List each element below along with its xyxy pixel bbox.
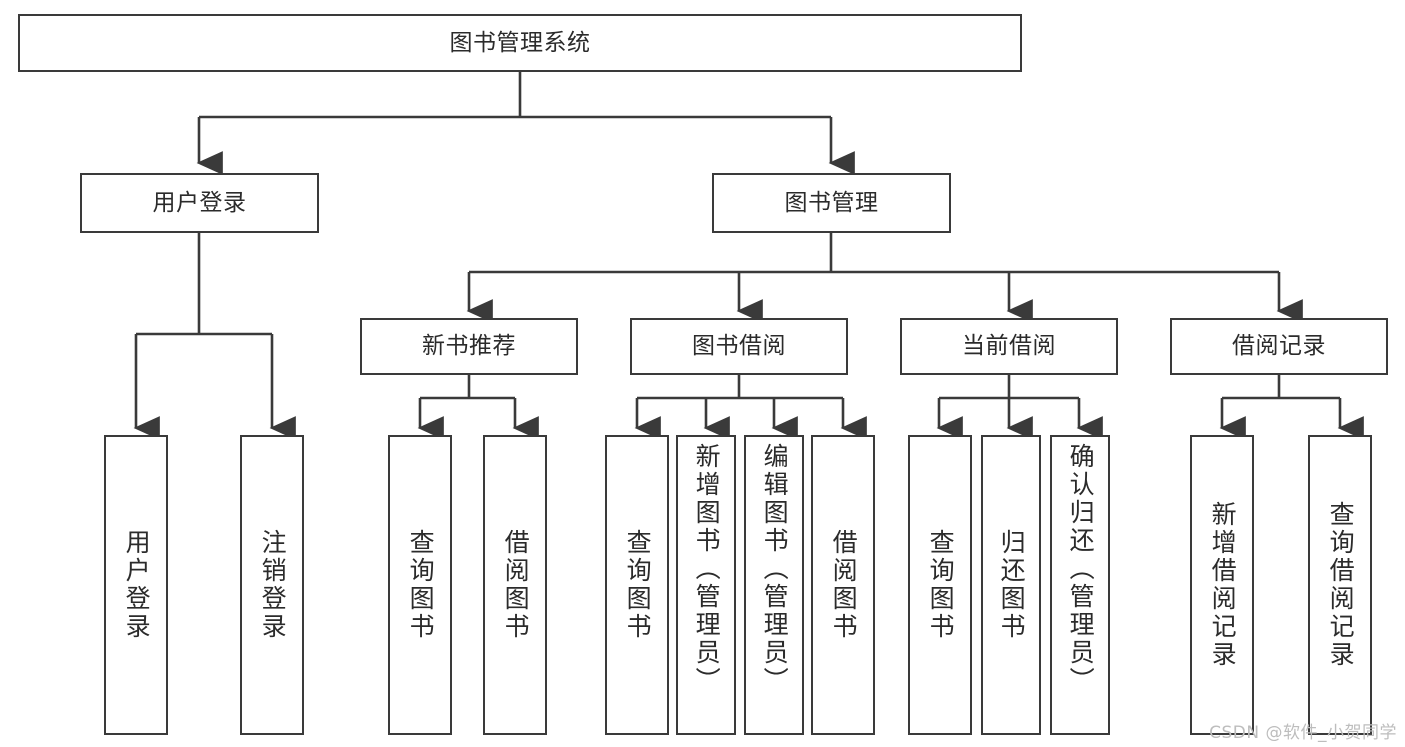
csdn-watermark: CSDN @软件_小贺同学 (1209, 723, 1397, 743)
node-book-borrow[interactable]: 图书借阅 (630, 318, 848, 375)
node-root[interactable]: 图书管理系统 (18, 14, 1022, 72)
node-leaf-borrow-book-2-label: 借阅图书 (829, 529, 859, 641)
node-user-login[interactable]: 用户登录 (80, 173, 319, 233)
node-book-borrow-label: 图书借阅 (692, 333, 786, 360)
node-root-label: 图书管理系统 (449, 29, 591, 56)
node-leaf-borrow-book-1[interactable]: 借阅图书 (483, 435, 547, 735)
node-current-borrow[interactable]: 当前借阅 (900, 318, 1118, 375)
node-leaf-query-book-3-label: 查询图书 (926, 529, 956, 641)
node-leaf-user-login[interactable]: 用户登录 (104, 435, 168, 735)
node-book-manage[interactable]: 图书管理 (712, 173, 951, 233)
node-leaf-return-book[interactable]: 归还图书 (981, 435, 1041, 735)
node-leaf-query-record-label: 查询借阅记录 (1326, 501, 1356, 669)
node-user-login-label: 用户登录 (152, 189, 247, 216)
node-leaf-query-book-1[interactable]: 查询图书 (388, 435, 452, 735)
node-leaf-add-book-label: 新增图书（管理员） (692, 443, 722, 695)
node-leaf-add-book[interactable]: 新增图书（管理员） (676, 435, 736, 735)
node-leaf-user-logout-label: 注销登录 (258, 529, 288, 641)
node-leaf-query-book-2[interactable]: 查询图书 (605, 435, 669, 735)
node-leaf-add-record[interactable]: 新增借阅记录 (1190, 435, 1254, 735)
node-new-book-recommend-label: 新书推荐 (422, 333, 516, 360)
node-leaf-query-book-3[interactable]: 查询图书 (908, 435, 972, 735)
node-leaf-user-logout[interactable]: 注销登录 (240, 435, 304, 735)
node-leaf-edit-book[interactable]: 编辑图书（管理员） (744, 435, 804, 735)
node-leaf-edit-book-label: 编辑图书（管理员） (760, 443, 790, 695)
node-current-borrow-label: 当前借阅 (962, 333, 1056, 360)
node-borrow-record-label: 借阅记录 (1232, 333, 1326, 360)
node-leaf-borrow-book-1-label: 借阅图书 (501, 529, 531, 641)
node-leaf-return-book-label: 归还图书 (997, 529, 1027, 641)
node-leaf-add-record-label: 新增借阅记录 (1208, 501, 1238, 669)
node-leaf-confirm-return[interactable]: 确认归还（管理员） (1050, 435, 1110, 735)
node-book-manage-label: 图书管理 (784, 189, 879, 216)
node-leaf-query-book-1-label: 查询图书 (406, 529, 436, 641)
node-leaf-borrow-book-2[interactable]: 借阅图书 (811, 435, 875, 735)
node-borrow-record[interactable]: 借阅记录 (1170, 318, 1388, 375)
node-new-book-recommend[interactable]: 新书推荐 (360, 318, 578, 375)
node-leaf-confirm-return-label: 确认归还（管理员） (1066, 443, 1096, 695)
node-leaf-query-book-2-label: 查询图书 (623, 529, 653, 641)
node-leaf-user-login-label: 用户登录 (122, 529, 152, 641)
node-leaf-query-record[interactable]: 查询借阅记录 (1308, 435, 1372, 735)
